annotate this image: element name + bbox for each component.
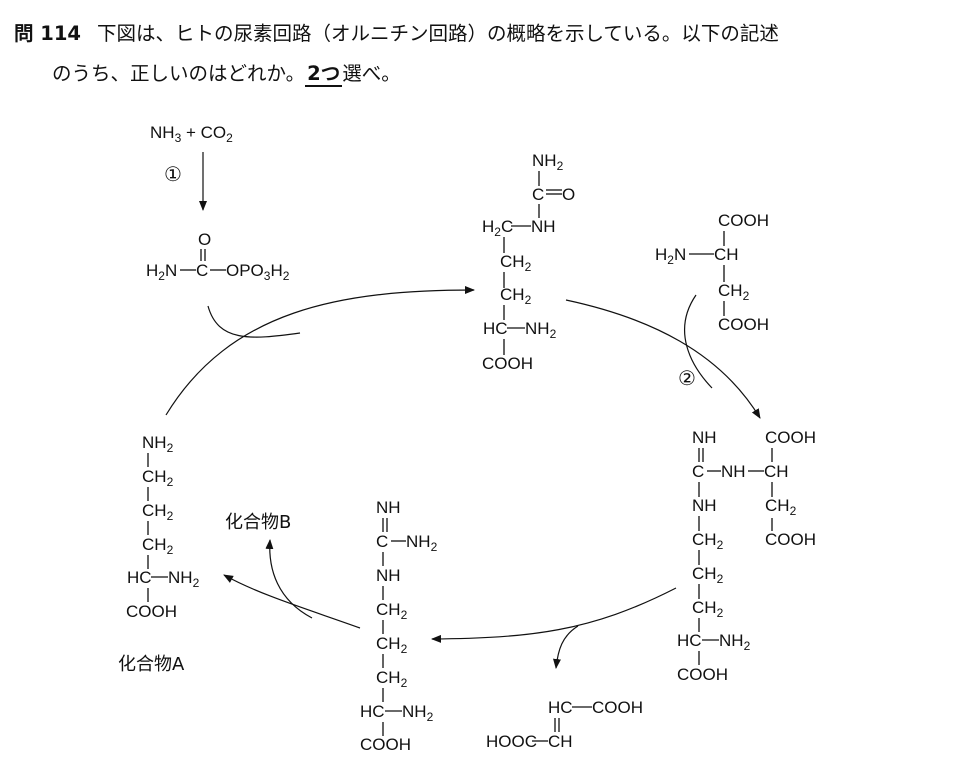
svg-text:CH2: CH2 [765, 496, 797, 518]
svg-text:NH2: NH2 [532, 151, 564, 173]
svg-text:CH2: CH2 [142, 501, 174, 523]
svg-text:CH2: CH2 [142, 467, 174, 489]
svg-text:HC: HC [360, 702, 385, 721]
svg-text:COOH: COOH [765, 530, 816, 549]
svg-text:CH2: CH2 [376, 634, 408, 656]
svg-text:CH: CH [548, 732, 573, 751]
svg-text:COOH: COOH [677, 665, 728, 684]
svg-text:H2C: H2C [482, 217, 513, 239]
svg-text:O: O [562, 185, 575, 204]
cycle-arrow-to-arginine [431, 587, 677, 643]
aspartate-input-arrow [684, 294, 713, 389]
svg-text:HOOC: HOOC [486, 732, 537, 751]
question-text: 問 114 下図は、ヒトの尿素回路（オルニチン回路）の概略を示している。以下の記述… [14, 14, 954, 94]
svg-text:NH: NH [531, 217, 556, 236]
svg-text:C: C [196, 261, 208, 280]
svg-text:NH2: NH2 [142, 433, 174, 455]
svg-text:CH: CH [714, 245, 739, 264]
svg-text:NH2: NH2 [406, 532, 438, 554]
answer-count-emphasis: 2つ [305, 62, 343, 87]
svg-text:NH2: NH2 [402, 702, 434, 724]
fumarate-release-arrow [553, 625, 579, 669]
svg-text:CH2: CH2 [692, 530, 724, 552]
reactants-nh3-co2: NH3 + CO2 [150, 123, 233, 145]
svg-text:C: C [532, 185, 544, 204]
svg-text:CH2: CH2 [376, 668, 408, 690]
svg-text:NH2: NH2 [719, 631, 751, 653]
fumarate: HC COOH HOOC CH [486, 698, 643, 751]
svg-text:HC: HC [677, 631, 702, 650]
svg-text:C: C [376, 532, 388, 551]
svg-text:COOH: COOH [765, 428, 816, 447]
svg-text:NH3 + CO2: NH3 + CO2 [150, 123, 233, 145]
svg-text:H2N: H2N [146, 261, 177, 283]
svg-text:COOH: COOH [718, 315, 769, 334]
svg-text:CH2: CH2 [692, 564, 724, 586]
svg-text:COOH: COOH [718, 211, 769, 230]
ornithine-compound-a: NH2 CH2 CH2 CH2 HC NH2 COOH [126, 433, 200, 621]
svg-text:NH: NH [692, 496, 717, 515]
svg-text:CH2: CH2 [142, 535, 174, 557]
compound-b-label: 化合物B [225, 512, 291, 533]
svg-text:CH2: CH2 [718, 281, 750, 303]
svg-text:NH2: NH2 [525, 319, 557, 341]
svg-text:CH2: CH2 [376, 600, 408, 622]
svg-text:NH: NH [376, 498, 401, 517]
cycle-arrow-arginine-to-ornithine [223, 574, 361, 629]
citrulline: NH2 C O H2C NH CH2 CH2 HC NH2 COOH [482, 151, 575, 373]
svg-text:H2N: H2N [655, 245, 686, 267]
question-line-2-end: 選べ。 [342, 62, 401, 85]
svg-text:HC: HC [548, 698, 573, 717]
svg-text:COOH: COOH [360, 735, 411, 754]
svg-text:CH2: CH2 [500, 252, 532, 274]
svg-text:O: O [198, 230, 211, 249]
svg-text:OPO3H2: OPO3H2 [226, 261, 290, 283]
svg-text:HC: HC [127, 568, 152, 587]
svg-text:NH: NH [376, 566, 401, 585]
arginine: NH C NH2 NH CH2 CH2 CH2 HC NH2 COOH [360, 498, 438, 754]
svg-text:CH: CH [764, 462, 789, 481]
svg-text:COOH: COOH [592, 698, 643, 717]
argininosuccinate: NH COOH C NH CH NH CH2 CH2 COOH CH2 CH2 … [677, 428, 816, 684]
carbamoyl-phosphate-input-arrow [207, 305, 301, 338]
carbamoyl-phosphate: O H2N C OPO3H2 [146, 230, 290, 283]
step-1-label: ① [164, 162, 182, 186]
svg-text:NH: NH [721, 462, 746, 481]
svg-text:CH2: CH2 [500, 285, 532, 307]
compound-a-label: 化合物A [118, 654, 185, 675]
svg-text:COOH: COOH [482, 354, 533, 373]
svg-text:COOH: COOH [126, 602, 177, 621]
svg-text:HC: HC [483, 319, 508, 338]
cycle-arrow-citrulline-to-argininosuccinate [565, 299, 761, 419]
question-line-1: 下図は、ヒトの尿素回路（オルニチン回路）の概略を示している。以下の記述 [97, 22, 779, 45]
compound-b-release-arrow [265, 539, 313, 619]
step-2-label: ② [678, 366, 696, 390]
svg-text:NH: NH [692, 428, 717, 447]
question-line-2: のうち、正しいのはどれか。 [52, 62, 306, 85]
svg-text:NH2: NH2 [168, 568, 200, 590]
svg-text:CH2: CH2 [692, 598, 724, 620]
cycle-arrow-ornithine-to-citrulline [165, 286, 475, 416]
svg-text:C: C [692, 462, 704, 481]
question-number: 問 114 [14, 22, 81, 45]
aspartate: COOH H2N CH CH2 COOH [655, 211, 769, 334]
